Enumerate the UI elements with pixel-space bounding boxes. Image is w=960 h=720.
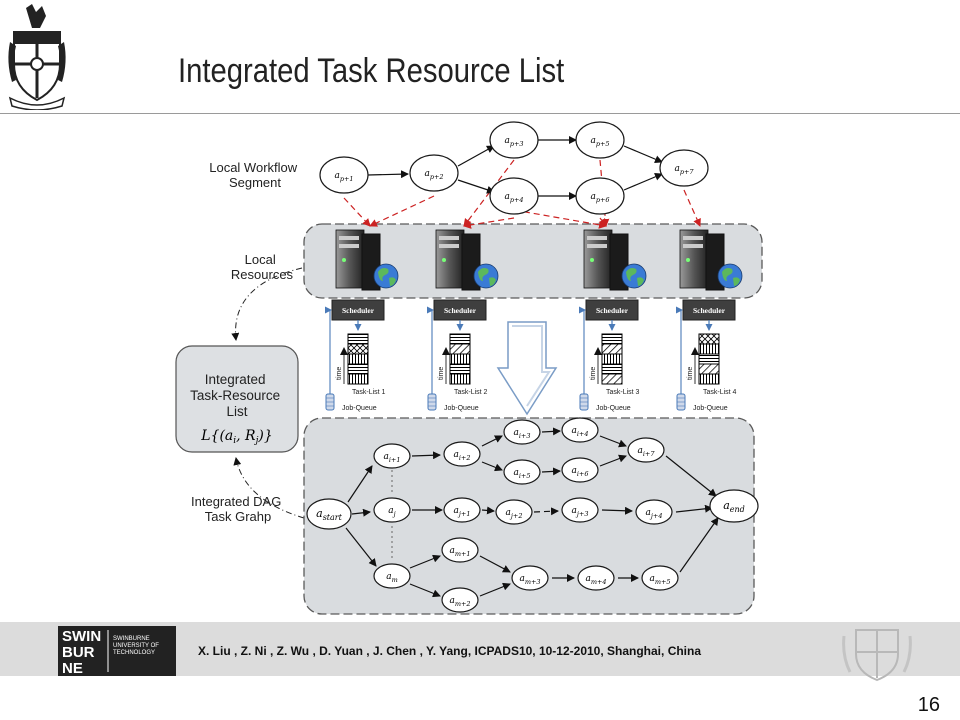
svg-text:time: time	[687, 367, 694, 380]
page-number: 16	[917, 694, 940, 716]
svg-text:SWIN: SWIN	[62, 628, 101, 645]
globe-icon	[717, 263, 743, 289]
svg-text:Scheduler: Scheduler	[444, 306, 477, 315]
dag-node: ai+7	[627, 437, 665, 463]
svg-text:BUR: BUR	[62, 644, 95, 661]
svg-text:NE: NE	[62, 660, 83, 676]
local-resources-panel	[303, 223, 763, 299]
workflow-node: ap+7	[659, 149, 709, 187]
svg-text:Job-Queue: Job-Queue	[693, 405, 728, 412]
workflow-node: ap+6	[575, 177, 625, 215]
globe-icon	[373, 263, 399, 289]
dag-node: aj	[373, 497, 411, 523]
workflow-node: ap+4	[489, 177, 539, 215]
svg-text:Integrated Task-Resource: Integrated Task-Resource List	[190, 372, 284, 419]
dag-start-node: astart	[306, 498, 352, 530]
server-icon	[679, 229, 743, 291]
svg-text:Scheduler: Scheduler	[596, 306, 629, 315]
svg-text:time: time	[336, 367, 343, 380]
svg-text:Scheduler: Scheduler	[342, 306, 375, 315]
big-down-arrow-icon	[496, 321, 558, 416]
dag-node: am+2	[441, 587, 479, 613]
dag-node: am+4	[577, 565, 615, 591]
workflow-node: ap+2	[409, 154, 459, 192]
slide-title: Integrated Task Resource List	[178, 52, 565, 90]
citation-text: X. Liu , Z. Ni , Z. Wu , D. Yuan , J. Ch…	[198, 644, 702, 658]
server-icon	[435, 229, 499, 291]
integrated-dag-label: Integrated DAG Task Grahp	[191, 494, 285, 524]
workflow-edges	[367, 136, 663, 200]
server-icon	[335, 229, 399, 291]
svg-text:Task-List 3: Task-List 3	[606, 389, 640, 396]
workflow-node: ap+5	[575, 121, 625, 159]
dag-node: aj+3	[561, 497, 599, 523]
dag-node: am+1	[441, 537, 479, 563]
globe-icon	[473, 263, 499, 289]
svg-text:time: time	[438, 367, 445, 380]
workflow-segment-label: Local Workflow Segment	[209, 160, 301, 190]
dag-node: am+3	[511, 565, 549, 591]
integrated-list-box: Integrated Task-Resource List L{(ai, Rj)…	[175, 345, 299, 453]
dag-end-node: aend	[709, 489, 759, 523]
list-formula: L{(ai, Rj)}	[200, 428, 273, 446]
dag-node: ai+1	[373, 443, 411, 469]
globe-icon	[621, 263, 647, 289]
svg-text:Task-List 4: Task-List 4	[703, 389, 737, 396]
dag-node: ai+6	[561, 457, 599, 483]
svg-text:time: time	[590, 367, 597, 380]
crest-icon	[8, 4, 66, 110]
dag-node: ai+2	[443, 441, 481, 467]
svg-text:TECHNOLOGY: TECHNOLOGY	[113, 650, 155, 656]
server-icon	[583, 229, 647, 291]
dag-node: aj+2	[495, 499, 533, 525]
dag-node: aj+1	[443, 497, 481, 523]
svg-text:Job-Queue: Job-Queue	[596, 405, 631, 412]
dag-node: am	[373, 563, 411, 589]
dag-edges	[345, 427, 719, 598]
local-resources-label: Local Resources	[231, 252, 294, 282]
dag-node: ai+5	[503, 459, 541, 485]
svg-text:Job-Queue: Job-Queue	[444, 405, 479, 412]
title-divider	[0, 113, 960, 114]
workflow-node: ap+1	[319, 156, 369, 194]
dag-node: ai+4	[561, 417, 599, 443]
dag-node: ai+3	[503, 419, 541, 445]
svg-text:Scheduler: Scheduler	[693, 306, 726, 315]
svg-text:SWINBURNE: SWINBURNE	[113, 636, 150, 642]
svg-text:UNIVERSITY OF: UNIVERSITY OF	[113, 643, 159, 649]
crest-watermark-icon	[842, 629, 912, 682]
svg-text:Task-List 1: Task-List 1	[352, 389, 386, 396]
svg-text:am: am	[386, 572, 398, 584]
workflow-diagram: Local Workflow Segment Local Resources I…	[175, 121, 763, 615]
dag-node: aj+4	[635, 499, 673, 525]
swinburne-logo: SWIN BUR NE SWINBURNE UNIVERSITY OF TECH…	[58, 626, 176, 676]
svg-text:Job-Queue: Job-Queue	[342, 405, 377, 412]
svg-text:Task-List 2: Task-List 2	[454, 389, 488, 396]
svg-text:aj: aj	[388, 506, 395, 518]
workflow-node: ap+3	[489, 121, 539, 159]
dag-node: am+5	[641, 565, 679, 591]
